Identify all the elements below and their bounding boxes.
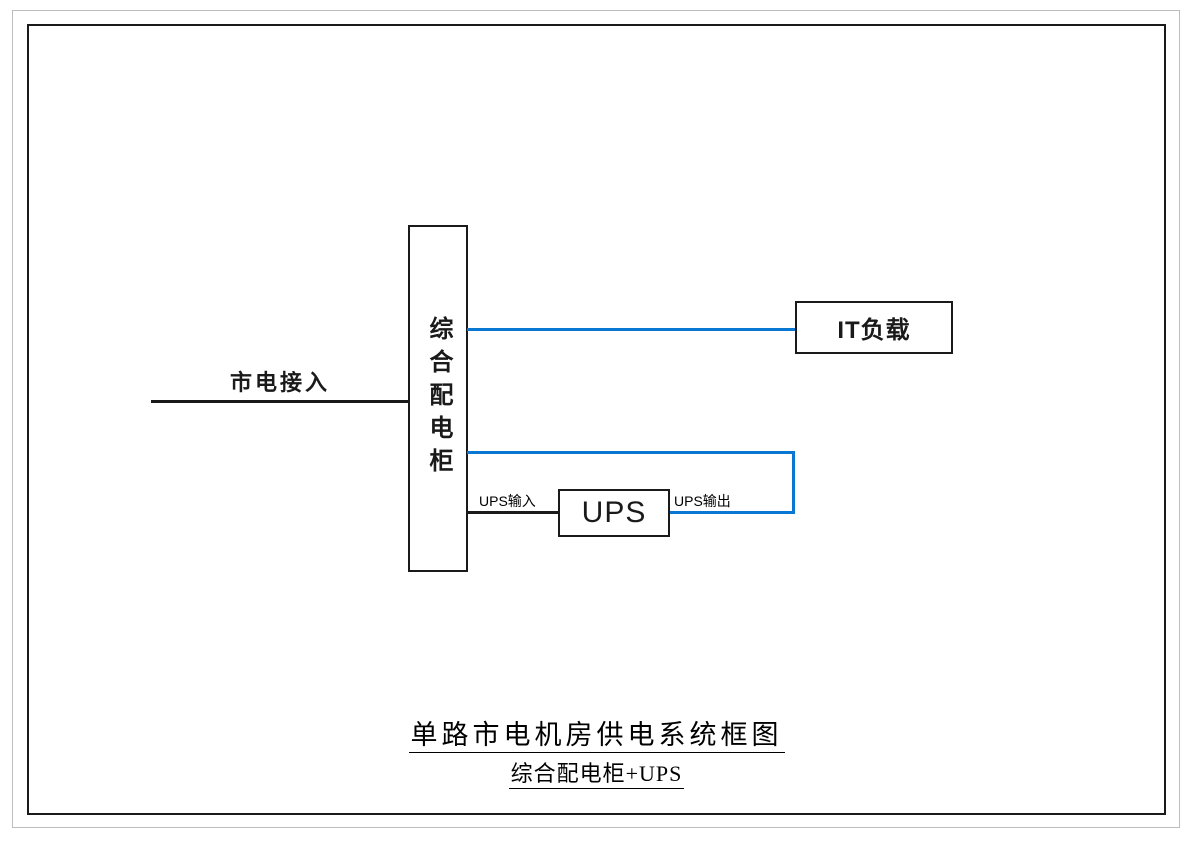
- it-load-label: IT负载: [837, 317, 911, 344]
- mains-input-label: 市电接入: [229, 370, 330, 395]
- ups-input-line: [467, 511, 559, 514]
- it-load-feed-line: [467, 328, 796, 331]
- ups-label: UPS: [581, 496, 647, 529]
- ups-output-line: [669, 511, 795, 514]
- ups-return-line-vertical: [792, 451, 795, 514]
- distribution-cabinet-box: 综合配电柜: [408, 225, 468, 572]
- inner-frame: [27, 24, 1166, 815]
- ups-box: UPS: [558, 489, 670, 537]
- subtitle-row: 综合配电柜+UPS: [27, 761, 1166, 789]
- distribution-cabinet-label: 综合配电柜: [425, 316, 452, 481]
- ups-return-line-top: [467, 451, 795, 454]
- mains-input-line: [151, 400, 409, 403]
- diagram-subtitle: 综合配电柜+UPS: [508, 761, 685, 789]
- ups-input-label: UPS输入: [479, 493, 536, 509]
- ups-output-label: UPS输出: [674, 493, 731, 509]
- title-row: 单路市电机房供电系统框图: [27, 720, 1166, 753]
- diagram-title: 单路市电机房供电系统框图: [408, 720, 785, 753]
- it-load-box: IT负载: [795, 301, 953, 354]
